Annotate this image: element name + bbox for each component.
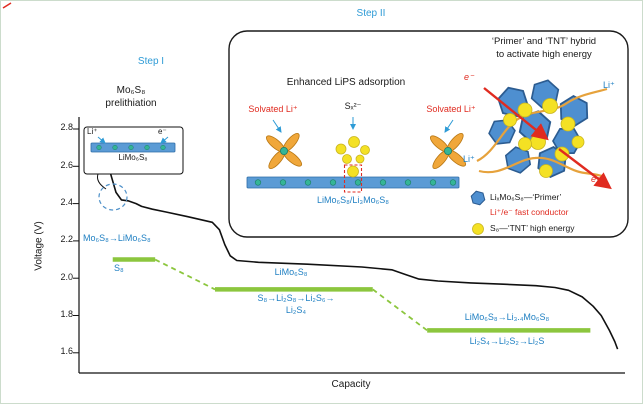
plateau-connector (372, 288, 428, 332)
chevrel-site-dot (279, 179, 287, 186)
polysulfide-sphere (360, 145, 370, 155)
polysulfide-sphere (348, 136, 360, 148)
plateau1-species-label: S₈ (114, 263, 124, 273)
y-tick-marks (73, 128, 79, 354)
sulfur-sphere (554, 146, 570, 162)
legend-tnt-label: S₈—‘TNT’ high energy (490, 223, 575, 233)
step1-label: Step I (137, 56, 165, 67)
plateau2-species-label-line2: Li₂S₄ (285, 305, 307, 315)
y-tick-2-4: 2.4 (60, 197, 73, 207)
y-axis-title: Voltage (V) (33, 221, 45, 271)
chevrel-site-dot (96, 144, 102, 151)
legend-tnt-circle-icon (472, 223, 484, 235)
adsorbed-sulfur-sphere (347, 165, 359, 178)
li-ion-left-label: Li⁺ (463, 154, 475, 164)
chevrel-site-dot (112, 144, 118, 151)
electron-path-arrow-top (483, 87, 549, 141)
chevrel-site-dot (304, 179, 312, 186)
chevrel-site-dot (449, 179, 457, 186)
chevrel-site-dot (160, 144, 166, 151)
legend-primer-label: LiₓMo₆S₈—‘Primer’ (490, 192, 562, 202)
prelith-title-line2: prelithiation (105, 98, 157, 109)
sulfur-sphere (560, 116, 576, 132)
solvated-li-left-label: Solvated Li⁺ (248, 104, 298, 114)
cell-li-ion-label: Li⁺ (87, 127, 98, 136)
legend-primer-hexagon-icon (470, 190, 486, 206)
li-ion-arrow-icon (97, 136, 106, 144)
plateau2-species-label-line1: S₈→Li₂S₈→Li₂S₆→ (257, 293, 335, 303)
y-tick-1-8: 1.8 (60, 309, 73, 319)
sulfur-sphere (503, 113, 517, 127)
plateau2-reaction-label: LiMo₆S₈ (274, 267, 308, 277)
electron-arrow-icon (160, 136, 169, 144)
electron-top-label: e⁻ (464, 72, 474, 82)
inset-panel (228, 30, 629, 238)
chevrel-site-dot (144, 144, 150, 151)
li-conductor-path-1 (476, 87, 608, 162)
corner-mark (2, 2, 12, 9)
chevrel-site-dot (329, 179, 337, 186)
adsorption-title: Enhanced LiPS adsorption (286, 77, 406, 88)
sulfur-sphere (542, 98, 558, 114)
sulfur-sphere (539, 164, 553, 178)
pointer-arrow-right-icon (444, 119, 454, 133)
chevrel-site-dot (404, 179, 412, 186)
prelith-region-circle (98, 183, 128, 211)
pointer-arrow-left-icon (272, 119, 282, 133)
chevrel-site-dot (254, 179, 262, 186)
y-tick-2-8: 2.8 (60, 122, 73, 132)
li-ion-core (443, 146, 452, 155)
plateau-connector (154, 258, 216, 291)
legend-conductor-label: Li⁺/e⁻ fast conductor (490, 207, 569, 217)
sulfur-sphere (518, 137, 532, 151)
polysulfide-label: Sₓ²⁻ (344, 101, 362, 111)
sulfur-sphere (571, 135, 585, 149)
polysulfide-cluster (335, 136, 370, 164)
sulfur-sphere (517, 102, 533, 118)
solvated-li-right-label: Solvated Li⁺ (426, 104, 476, 114)
y-tick-2-2: 2.2 (60, 234, 73, 244)
substrate-site-dots (254, 179, 457, 186)
chevrel-site-dot (379, 179, 387, 186)
electrode-site-dots (96, 144, 166, 151)
y-tick-1-6: 1.6 (60, 346, 73, 356)
prelith-cell-box (83, 126, 184, 175)
polysulfide-sphere (355, 154, 365, 164)
polysulfide-sphere (335, 143, 347, 155)
electron-bottom-label: e⁻ (591, 174, 601, 184)
substrate-label: LiMo₆S₈/Li₃Mo₆S₈ (317, 195, 389, 205)
cell-label: LiMo₆S₈ (118, 153, 148, 162)
li-ion-right-label: Li⁺ (603, 80, 615, 90)
substrate-bar (246, 176, 460, 189)
y-tick-2-6: 2.6 (60, 160, 73, 170)
cell-electron-label: e⁻ (158, 127, 167, 136)
step2-label: Step II (356, 8, 386, 19)
hybrid-title-line2: to activate high energy (496, 49, 592, 60)
li-ion-core (279, 146, 288, 155)
solvated-li-flowers (265, 132, 467, 170)
hybrid-title-line1: ‘Primer’ and ‘TNT’ hybrid (491, 36, 597, 47)
electron-path-arrow-bottom (558, 148, 612, 190)
plateau-segments (112, 257, 591, 333)
prelith-title-line1: Mo₆S₈ (116, 85, 146, 96)
adsorption-site-highlight (343, 164, 363, 193)
plateau1-reaction-label: Mo₆S₈→LiMo₆S₈ (83, 233, 151, 243)
tnt-sulfur-cluster (503, 98, 585, 178)
x-axis-title: Capacity (331, 379, 371, 390)
chevrel-site-dot (354, 179, 362, 186)
y-tick-2-0: 2.0 (60, 272, 73, 282)
chevrel-site-dot (429, 179, 437, 186)
polysulfide-sphere (342, 154, 352, 164)
plateau3-reaction-label: LiMo₆S₈→Li₃.₄Mo₆S₈ (464, 312, 550, 322)
plateau3-species-label: Li₂S₄→Li₂S₂→Li₂S (469, 336, 545, 346)
callout-connector (97, 173, 107, 190)
prelith-callout (97, 173, 128, 211)
chevrel-site-dot (128, 144, 134, 151)
discharge-curve (85, 154, 619, 350)
plot-axes (73, 117, 625, 374)
